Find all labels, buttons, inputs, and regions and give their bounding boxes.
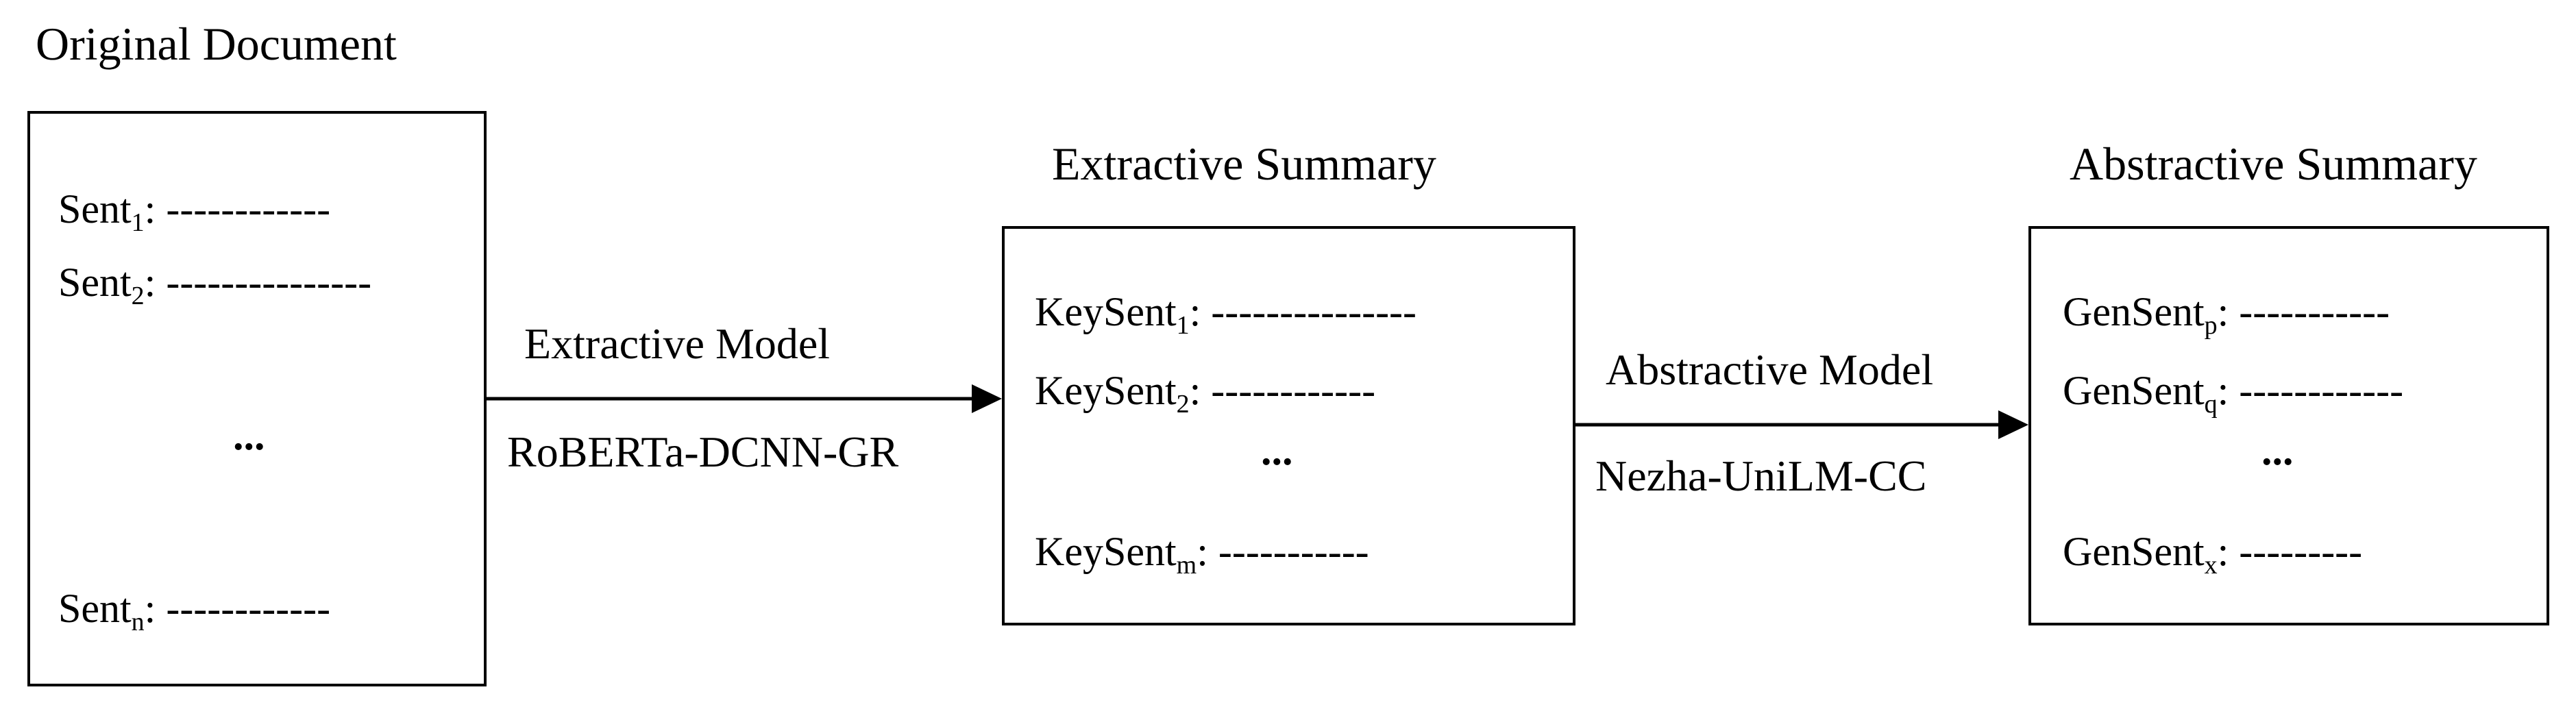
- generated-sentence-ellipsis: ...: [2261, 427, 2294, 474]
- abstractive-model-name: Nezha-UniLM-CC: [1595, 451, 1927, 500]
- original-document-box: [27, 111, 487, 686]
- sentence-placeholder: : -----------: [2217, 289, 2390, 334]
- sentence-placeholder: : ---------: [2217, 529, 2363, 574]
- sentence-label: Sent: [58, 586, 132, 631]
- key-sentence-2: KeySent2: ------------: [1035, 368, 1376, 417]
- sentence-label: GenSent: [2063, 529, 2205, 574]
- document-sentence-2: Sent2: ---------------: [58, 260, 372, 309]
- sentence-label: GenSent: [2063, 368, 2205, 413]
- sentence-index: 2: [131, 282, 145, 310]
- sentence-index: 2: [1176, 390, 1190, 419]
- sentence-label: KeySent: [1035, 529, 1177, 574]
- sentence-index: x: [2204, 551, 2218, 580]
- extractive-model-name: RoBERTa-DCNN-GR: [507, 427, 899, 476]
- key-sentence-1: KeySent1: ---------------: [1035, 289, 1417, 338]
- sentence-placeholder: : ---------------: [144, 260, 372, 305]
- sentence-label: Sent: [58, 260, 132, 305]
- generated-sentence-x: GenSentx: ---------: [2063, 529, 2363, 578]
- original-document-title: Original Document: [36, 18, 397, 70]
- extractive-model-label: Extractive Model: [524, 319, 831, 368]
- sentence-label: Sent: [58, 186, 132, 232]
- sentence-label: KeySent: [1035, 289, 1177, 334]
- abstractive-arrow-head: [1998, 410, 2028, 439]
- extractive-summary-box: [1002, 226, 1575, 625]
- abstractive-summary-box: [2028, 226, 2549, 625]
- sentence-placeholder: : ---------------: [1189, 289, 1417, 334]
- sentence-placeholder: : ------------: [144, 186, 331, 232]
- sentence-index: n: [131, 608, 145, 636]
- extractive-arrow-head: [972, 384, 1002, 413]
- key-sentence-m: KeySentm: -----------: [1035, 529, 1369, 578]
- key-sentence-ellipsis: ...: [1261, 427, 1293, 474]
- sentence-index: p: [2204, 311, 2218, 340]
- document-sentence-n: Sentn: ------------: [58, 586, 331, 635]
- document-sentence-1: Sent1: ------------: [58, 186, 331, 236]
- generated-sentence-p: GenSentp: -----------: [2063, 289, 2390, 338]
- sentence-index: 1: [131, 208, 145, 237]
- abstractive-summary-title: Abstractive Summary: [2070, 138, 2477, 190]
- extractive-summary-title: Extractive Summary: [1052, 138, 1436, 190]
- abstractive-model-label: Abstractive Model: [1606, 345, 1934, 394]
- sentence-index: 1: [1176, 311, 1190, 340]
- sentence-label: GenSent: [2063, 289, 2205, 334]
- sentence-placeholder: : ------------: [144, 586, 331, 631]
- sentence-placeholder: : -----------: [1197, 529, 1369, 574]
- document-ellipsis: ...: [233, 412, 265, 459]
- sentence-index: m: [1176, 551, 1197, 580]
- sentence-label: KeySent: [1035, 368, 1177, 413]
- sentence-index: q: [2204, 390, 2218, 419]
- generated-sentence-q: GenSentq: ------------: [2063, 368, 2404, 417]
- sentence-placeholder: : ------------: [2217, 368, 2404, 413]
- sentence-placeholder: : ------------: [1189, 368, 1376, 413]
